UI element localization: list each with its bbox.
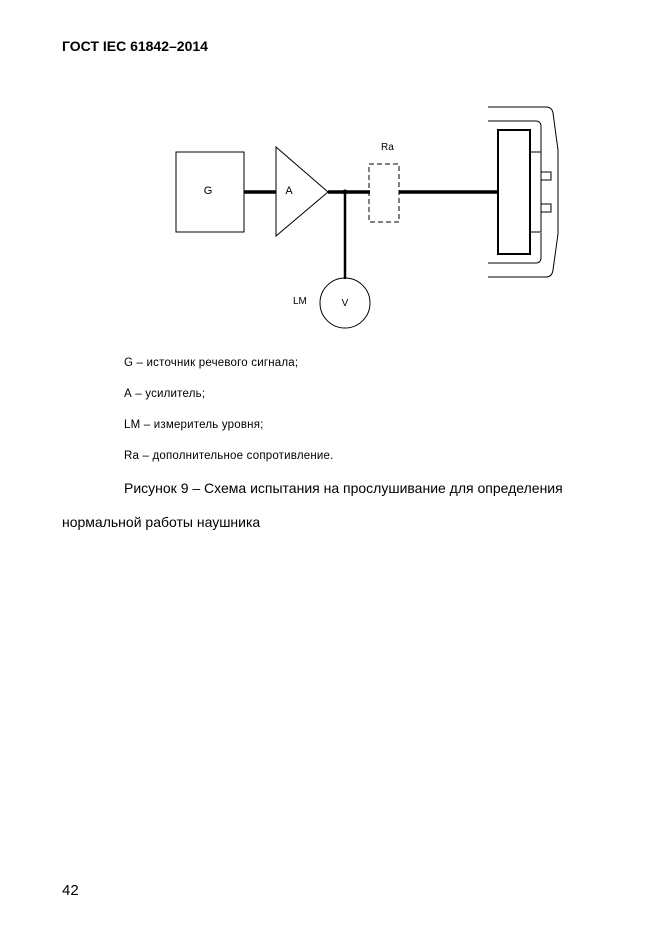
legend-item-resistor: Ra – дополнительное сопротивление. bbox=[124, 450, 334, 462]
resistor-label: Ra bbox=[381, 142, 394, 153]
legend-item-generator: G – источник речевого сигнала; bbox=[124, 357, 299, 369]
level-meter-label: LM bbox=[293, 296, 307, 307]
amplifier-block bbox=[275, 145, 329, 238]
generator-label: G bbox=[204, 185, 213, 197]
voltmeter-label: V bbox=[342, 298, 349, 309]
voltmeter-symbol bbox=[319, 277, 371, 329]
resistor-ra bbox=[368, 163, 400, 223]
amplifier-label: A bbox=[285, 185, 293, 197]
page-number: 42 bbox=[62, 882, 79, 899]
headphone-coupler bbox=[488, 106, 559, 278]
test-circuit-diagram: G A V LM Ra bbox=[175, 106, 559, 329]
document-header: ГОСТ IEC 61842–2014 bbox=[62, 38, 208, 54]
figure-caption-line-1: Рисунок 9 – Схема испытания на прослушив… bbox=[124, 480, 563, 496]
figure-caption-line-2: нормальной работы наушника bbox=[62, 514, 261, 530]
legend-item-amplifier: А – усилитель; bbox=[124, 388, 206, 400]
legend-item-level-meter: LM – измеритель уровня; bbox=[124, 419, 264, 431]
